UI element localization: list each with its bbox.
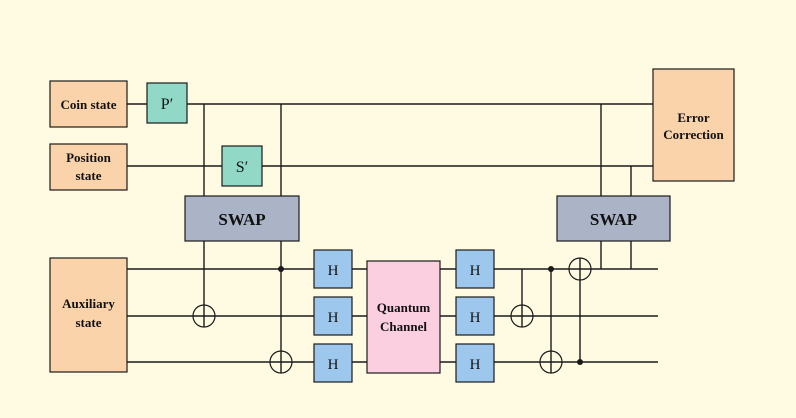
control-dot (548, 266, 554, 272)
cnot-target (269, 350, 293, 374)
error-correction-label-line2: Correction (663, 127, 724, 142)
position-state-label-line1: Position (66, 150, 112, 165)
coin-state-label: Coin state (61, 97, 117, 112)
quantum-channel-box: Quantum Channel (366, 260, 441, 374)
control-dot (278, 266, 284, 272)
swap-left-label: SWAP (218, 210, 265, 229)
hadamard-gate: H (313, 343, 353, 383)
hadamard-gate: H (455, 343, 495, 383)
position-state-label-line2: state (76, 168, 102, 183)
hadamard-gate: H (313, 249, 353, 289)
coin-state-box: Coin state (49, 80, 128, 128)
cnot-target (192, 304, 216, 328)
swap-gate-left: SWAP (184, 195, 300, 242)
s-prime-label: S′ (236, 159, 248, 176)
hadamard-gate: H (313, 296, 353, 336)
auxiliary-state-box: Auxiliary state (49, 257, 128, 373)
swap-right-label: SWAP (590, 210, 637, 229)
cnot-target (539, 350, 563, 374)
cnot-target (510, 304, 534, 328)
hadamard-label: H (328, 310, 339, 326)
hadamard-label: H (328, 357, 339, 373)
hadamard-gate: H (455, 296, 495, 336)
hadamard-label: H (328, 263, 339, 279)
error-correction-label-line1: Error (677, 110, 709, 125)
hadamard-label: H (470, 310, 481, 326)
quantum-channel-label-line2: Channel (380, 319, 427, 334)
s-prime-gate: S′ (221, 145, 263, 187)
quantum-channel-label-line1: Quantum (377, 300, 431, 315)
p-prime-label: P′ (161, 96, 173, 113)
error-correction-box: Error Correction (652, 68, 735, 182)
p-prime-gate: P′ (146, 82, 188, 124)
cnot-target (568, 257, 592, 281)
hadamard-gate: H (455, 249, 495, 289)
position-state-box: Position state (49, 143, 128, 191)
auxiliary-state-label-line1: Auxiliary (62, 296, 115, 311)
hadamard-label: H (470, 263, 481, 279)
auxiliary-state-label-line2: state (76, 315, 102, 330)
swap-gate-right: SWAP (556, 195, 671, 242)
control-dot (577, 359, 583, 365)
hadamard-label: H (470, 357, 481, 373)
